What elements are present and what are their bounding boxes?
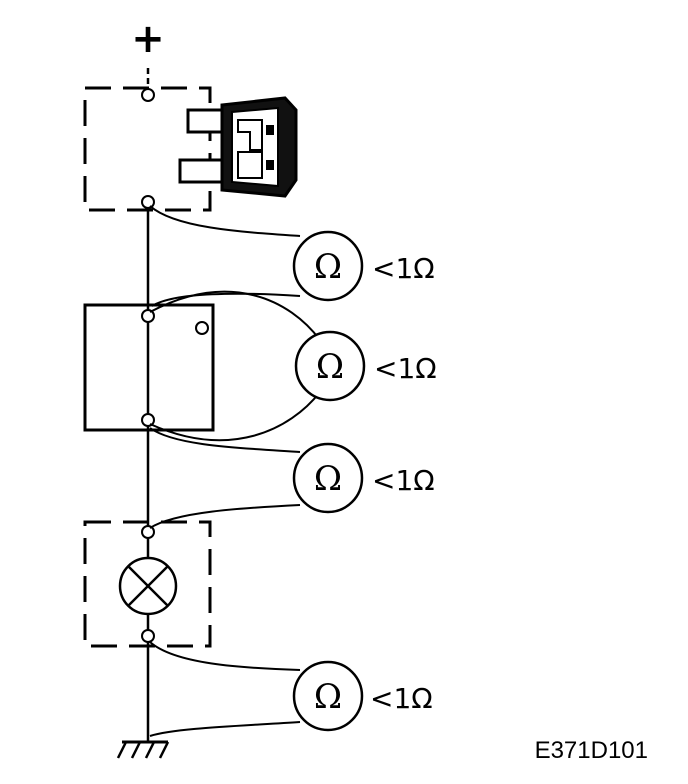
meter-reading: <1Ω bbox=[372, 252, 435, 285]
component-terminal-bottom bbox=[141, 413, 155, 427]
ohmmeter-3: Ω <1Ω bbox=[292, 442, 435, 514]
meter-reading: <1Ω bbox=[370, 682, 433, 715]
positive-terminal-label: + bbox=[131, 16, 165, 62]
lamp-terminal-bottom bbox=[141, 629, 155, 643]
fuse-terminal-top bbox=[141, 88, 155, 102]
ground-icon bbox=[116, 740, 170, 759]
lamp-icon bbox=[118, 556, 178, 616]
probe-leads bbox=[149, 205, 321, 737]
ohm-symbol: Ω bbox=[316, 347, 344, 387]
lamp-terminal-top bbox=[141, 525, 155, 539]
ohm-symbol: Ω bbox=[314, 677, 342, 717]
fuse-terminal-bottom bbox=[141, 195, 155, 209]
component-terminal-top bbox=[141, 309, 155, 323]
figure-code: E371D101 bbox=[535, 737, 648, 764]
ohmmeter-2: Ω <1Ω bbox=[294, 330, 437, 402]
ohm-symbol: Ω bbox=[314, 247, 342, 287]
blade-fuse-icon bbox=[178, 96, 298, 198]
component-indicator bbox=[195, 321, 209, 335]
ohmmeter-4: Ω <1Ω bbox=[292, 660, 433, 732]
fuse-box-outline bbox=[83, 86, 212, 212]
ohm-symbol: Ω bbox=[314, 459, 342, 499]
lamp-box-outline bbox=[83, 520, 212, 648]
meter-reading: <1Ω bbox=[372, 464, 435, 497]
meter-reading: <1Ω bbox=[374, 352, 437, 385]
ohmmeter-1: Ω <1Ω bbox=[292, 230, 435, 302]
